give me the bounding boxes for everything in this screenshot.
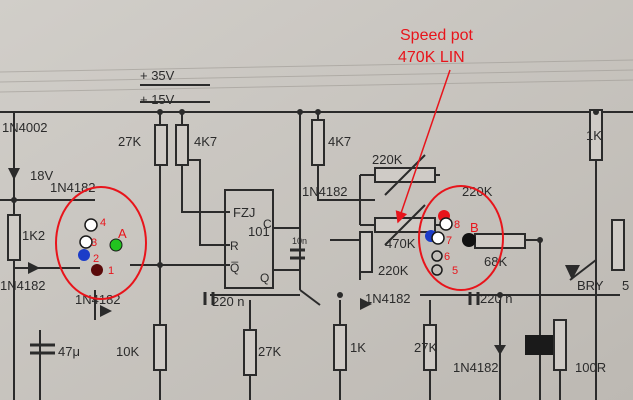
pin-1-marker [91,264,103,276]
annotation-speed-pot: Speed pot [400,27,474,44]
resistor-220k-c-label: 220K [378,263,409,278]
ic-pin-q-label: Q [260,271,269,285]
pin-4-marker [84,218,98,232]
resistor-4k7-b [311,119,325,166]
rail-15v-label: + 15V [140,92,175,107]
cap-220n-b-label: 220 n [480,291,513,306]
resistor-10k [153,324,167,371]
sheet-grid [0,59,633,93]
resistor-5 [611,219,625,271]
diode-1n4182-f-label: 1N4182 [453,360,499,375]
resistors [7,109,625,376]
resistor-4k7-a-label: 4K7 [194,134,217,149]
pin-2-marker [78,249,90,261]
rail-35v-label: + 35V [140,68,175,83]
resistor-220k-a-label: 220K [372,152,403,167]
ic-pin-r-label: R [230,239,239,253]
pin-7-marker [431,231,445,245]
highlight-circle-b [418,185,504,291]
pin-a-marker [109,238,123,252]
pin-7-label: 7 [446,235,452,247]
ic-pin-c-label: C [263,217,272,231]
cap-10n-label: 10n [292,236,307,246]
resistor-1k2-label: 1K2 [22,228,45,243]
ic-number-label: 101 [248,224,270,239]
circle-b-letter: B [470,220,479,235]
pin-b-marker [462,233,476,247]
diode-1n4182-b-label: 1N4182 [0,278,46,293]
resistor-68k-label: 68K [484,254,507,269]
resistor-10k-label: 10K [116,344,139,359]
diode-1n4182-d-label: 1N4182 [302,184,348,199]
cap-220n-a-label: 220 n [212,294,245,309]
resistor-100r [553,319,567,371]
circle-a-letter: A [118,226,127,241]
annotation-arrow [395,69,451,224]
resistor-27k-b-label: 27K [258,344,281,359]
resistor-1k-b-label: 1K [350,340,366,355]
capacitors [30,248,480,355]
pin-8-label: 8 [454,219,460,231]
diode-1n4182-a-label: 1N4182 [50,180,96,195]
pin-8-marker [439,217,453,231]
electrolytic-cap-body [525,335,553,355]
resistor-1k-label: 1K [586,128,602,143]
pin-4-label: 4 [100,217,106,229]
pin-3-label: 3 [91,237,97,249]
resistor-68k [474,233,526,249]
resistor-27k-label: 27K [118,134,141,149]
transistor-bry-label: BRY [577,278,604,293]
pin-3-marker [79,235,93,249]
resistor-470k-pot [359,231,373,273]
resistor-27k [154,124,168,166]
resistor-27k-c-label: 27K [414,340,437,355]
ic-name-label: FZJ [233,205,255,220]
pin-6-marker [431,250,443,262]
diodes [8,168,580,355]
pin-1-label: 1 [108,265,114,277]
resistor-1k-b [333,324,347,371]
highlight-circle-a [55,186,147,300]
junction-dots [11,109,599,298]
ic-pin-qbar-label: Q̅ [230,261,239,275]
annotation-470k-lin: 470K LIN [398,49,465,66]
resistor-4k7-a [175,124,189,166]
resistor-100r-label: 100R [575,360,606,375]
pin-6-label: 6 [444,251,450,263]
pin-5-label: 5 [452,265,458,277]
resistor-1k2 [7,214,21,261]
zener-18v-label: 18V [30,168,53,183]
resistor-27k-b [243,329,257,376]
pot-470k-label: 470K [385,236,416,251]
pin-5-marker [431,264,443,276]
diode-1n4182-e-label: 1N4182 [365,291,411,306]
pin-2-label: 2 [93,253,99,265]
edge-five-label: 5 [622,278,629,293]
diode-1n4002-label: 1N4002 [2,120,48,135]
cap-47u-label: 47μ [58,344,80,359]
resistor-27k-c [423,324,437,371]
resistor-4k7-b-label: 4K7 [328,134,351,149]
